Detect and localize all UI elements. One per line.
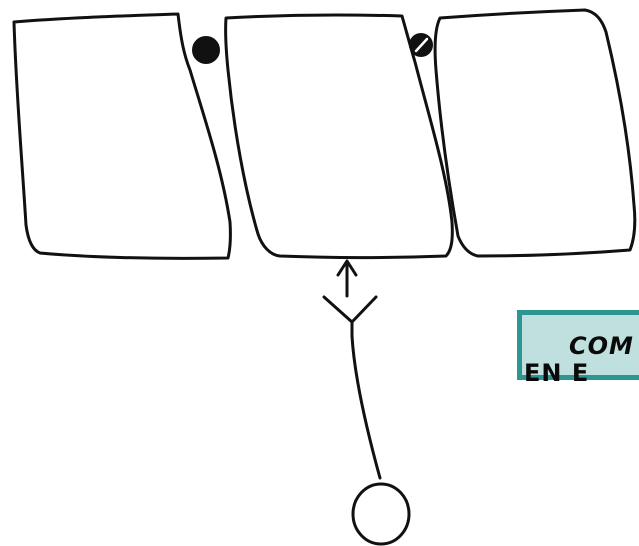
- joint-dot-left: [192, 36, 220, 64]
- joint-dot-right-highlight: [414, 37, 429, 53]
- caption-box: COM EN E: [517, 310, 639, 387]
- up-arrow: [336, 259, 358, 298]
- panel-middle: [224, 13, 454, 259]
- caption-line-2: EN E: [524, 359, 590, 387]
- panel-left: [12, 12, 232, 260]
- ball-base: [351, 482, 411, 546]
- y-antenna: [322, 295, 382, 480]
- panel-right: [433, 8, 637, 258]
- caption-line-1: COM: [569, 332, 634, 360]
